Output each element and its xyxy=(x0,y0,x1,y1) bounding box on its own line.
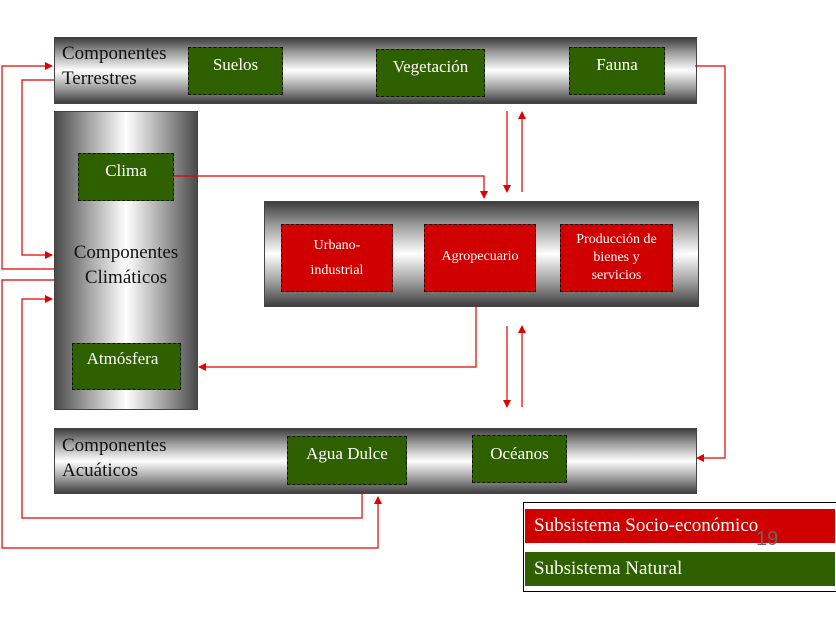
aquatic-title: Componentes Acuáticos xyxy=(62,433,167,483)
agropecuario-box: Agropecuario xyxy=(424,224,536,292)
agropecuario-label: Agropecuario xyxy=(441,249,519,264)
suelos-box: Suelos xyxy=(188,47,283,95)
fauna-box: Fauna xyxy=(569,47,665,95)
produccion-label-line3: servicios xyxy=(591,268,642,283)
climatic-title: Componentes Climáticos xyxy=(56,240,196,290)
legend: Subsistema Socio-económico Subsistema Na… xyxy=(523,502,836,592)
vegetacion-label: Vegetación xyxy=(392,57,469,76)
terrestrial-title-line2: Terrestres xyxy=(62,68,137,89)
fauna-label: Fauna xyxy=(596,55,638,74)
clima-box: Clima xyxy=(78,153,174,201)
arrow-climatico-to-terrestre xyxy=(1,62,54,270)
arrow-socio-to-atmosfera xyxy=(198,306,477,371)
arrow-climatico-to-acuatico xyxy=(1,279,382,549)
agua-dulce-box: Agua Dulce xyxy=(287,436,407,485)
legend-natural: Subsistema Natural xyxy=(525,552,835,586)
atmosfera-label: Atmósfera xyxy=(86,349,159,368)
clima-label: Clima xyxy=(105,161,147,180)
agua-dulce-label: Agua Dulce xyxy=(306,444,388,463)
vegetacion-box: Vegetación xyxy=(376,49,485,97)
arrow-terrestre-to-acuatico xyxy=(695,65,726,462)
produccion-label-line1: Producción de xyxy=(576,232,657,247)
terrestrial-title-line1: Componentes xyxy=(62,43,167,64)
oceanos-box: Océanos xyxy=(472,435,567,483)
aquatic-title-line2: Acuáticos xyxy=(62,460,138,481)
climatic-title-line1: Componentes xyxy=(73,242,179,263)
arrow-acuatico-to-climatico xyxy=(21,295,363,519)
terrestrial-title: Componentes Terrestres xyxy=(62,41,167,91)
suelos-label: Suelos xyxy=(212,55,259,74)
arrow-terrestre-to-climatico xyxy=(21,79,54,259)
produccion-box: Producción de bienes y servicios xyxy=(560,224,673,292)
atmosfera-box: Atmósfera xyxy=(72,343,181,390)
arrow-clima-to-socio xyxy=(174,175,488,199)
aquatic-title-line1: Componentes xyxy=(62,435,167,456)
urbano-label-line1: Urbano- xyxy=(313,238,361,253)
urbano-label-line2: industrial xyxy=(310,263,364,278)
oceanos-label: Océanos xyxy=(490,444,549,463)
climatic-title-line2: Climáticos xyxy=(84,267,168,288)
legend-socioeconomic: Subsistema Socio-económico xyxy=(525,509,835,543)
page-number: 19 xyxy=(756,528,779,550)
urbano-industrial-box: Urbano- industrial xyxy=(281,224,393,292)
produccion-label-line2: bienes y xyxy=(593,250,640,265)
